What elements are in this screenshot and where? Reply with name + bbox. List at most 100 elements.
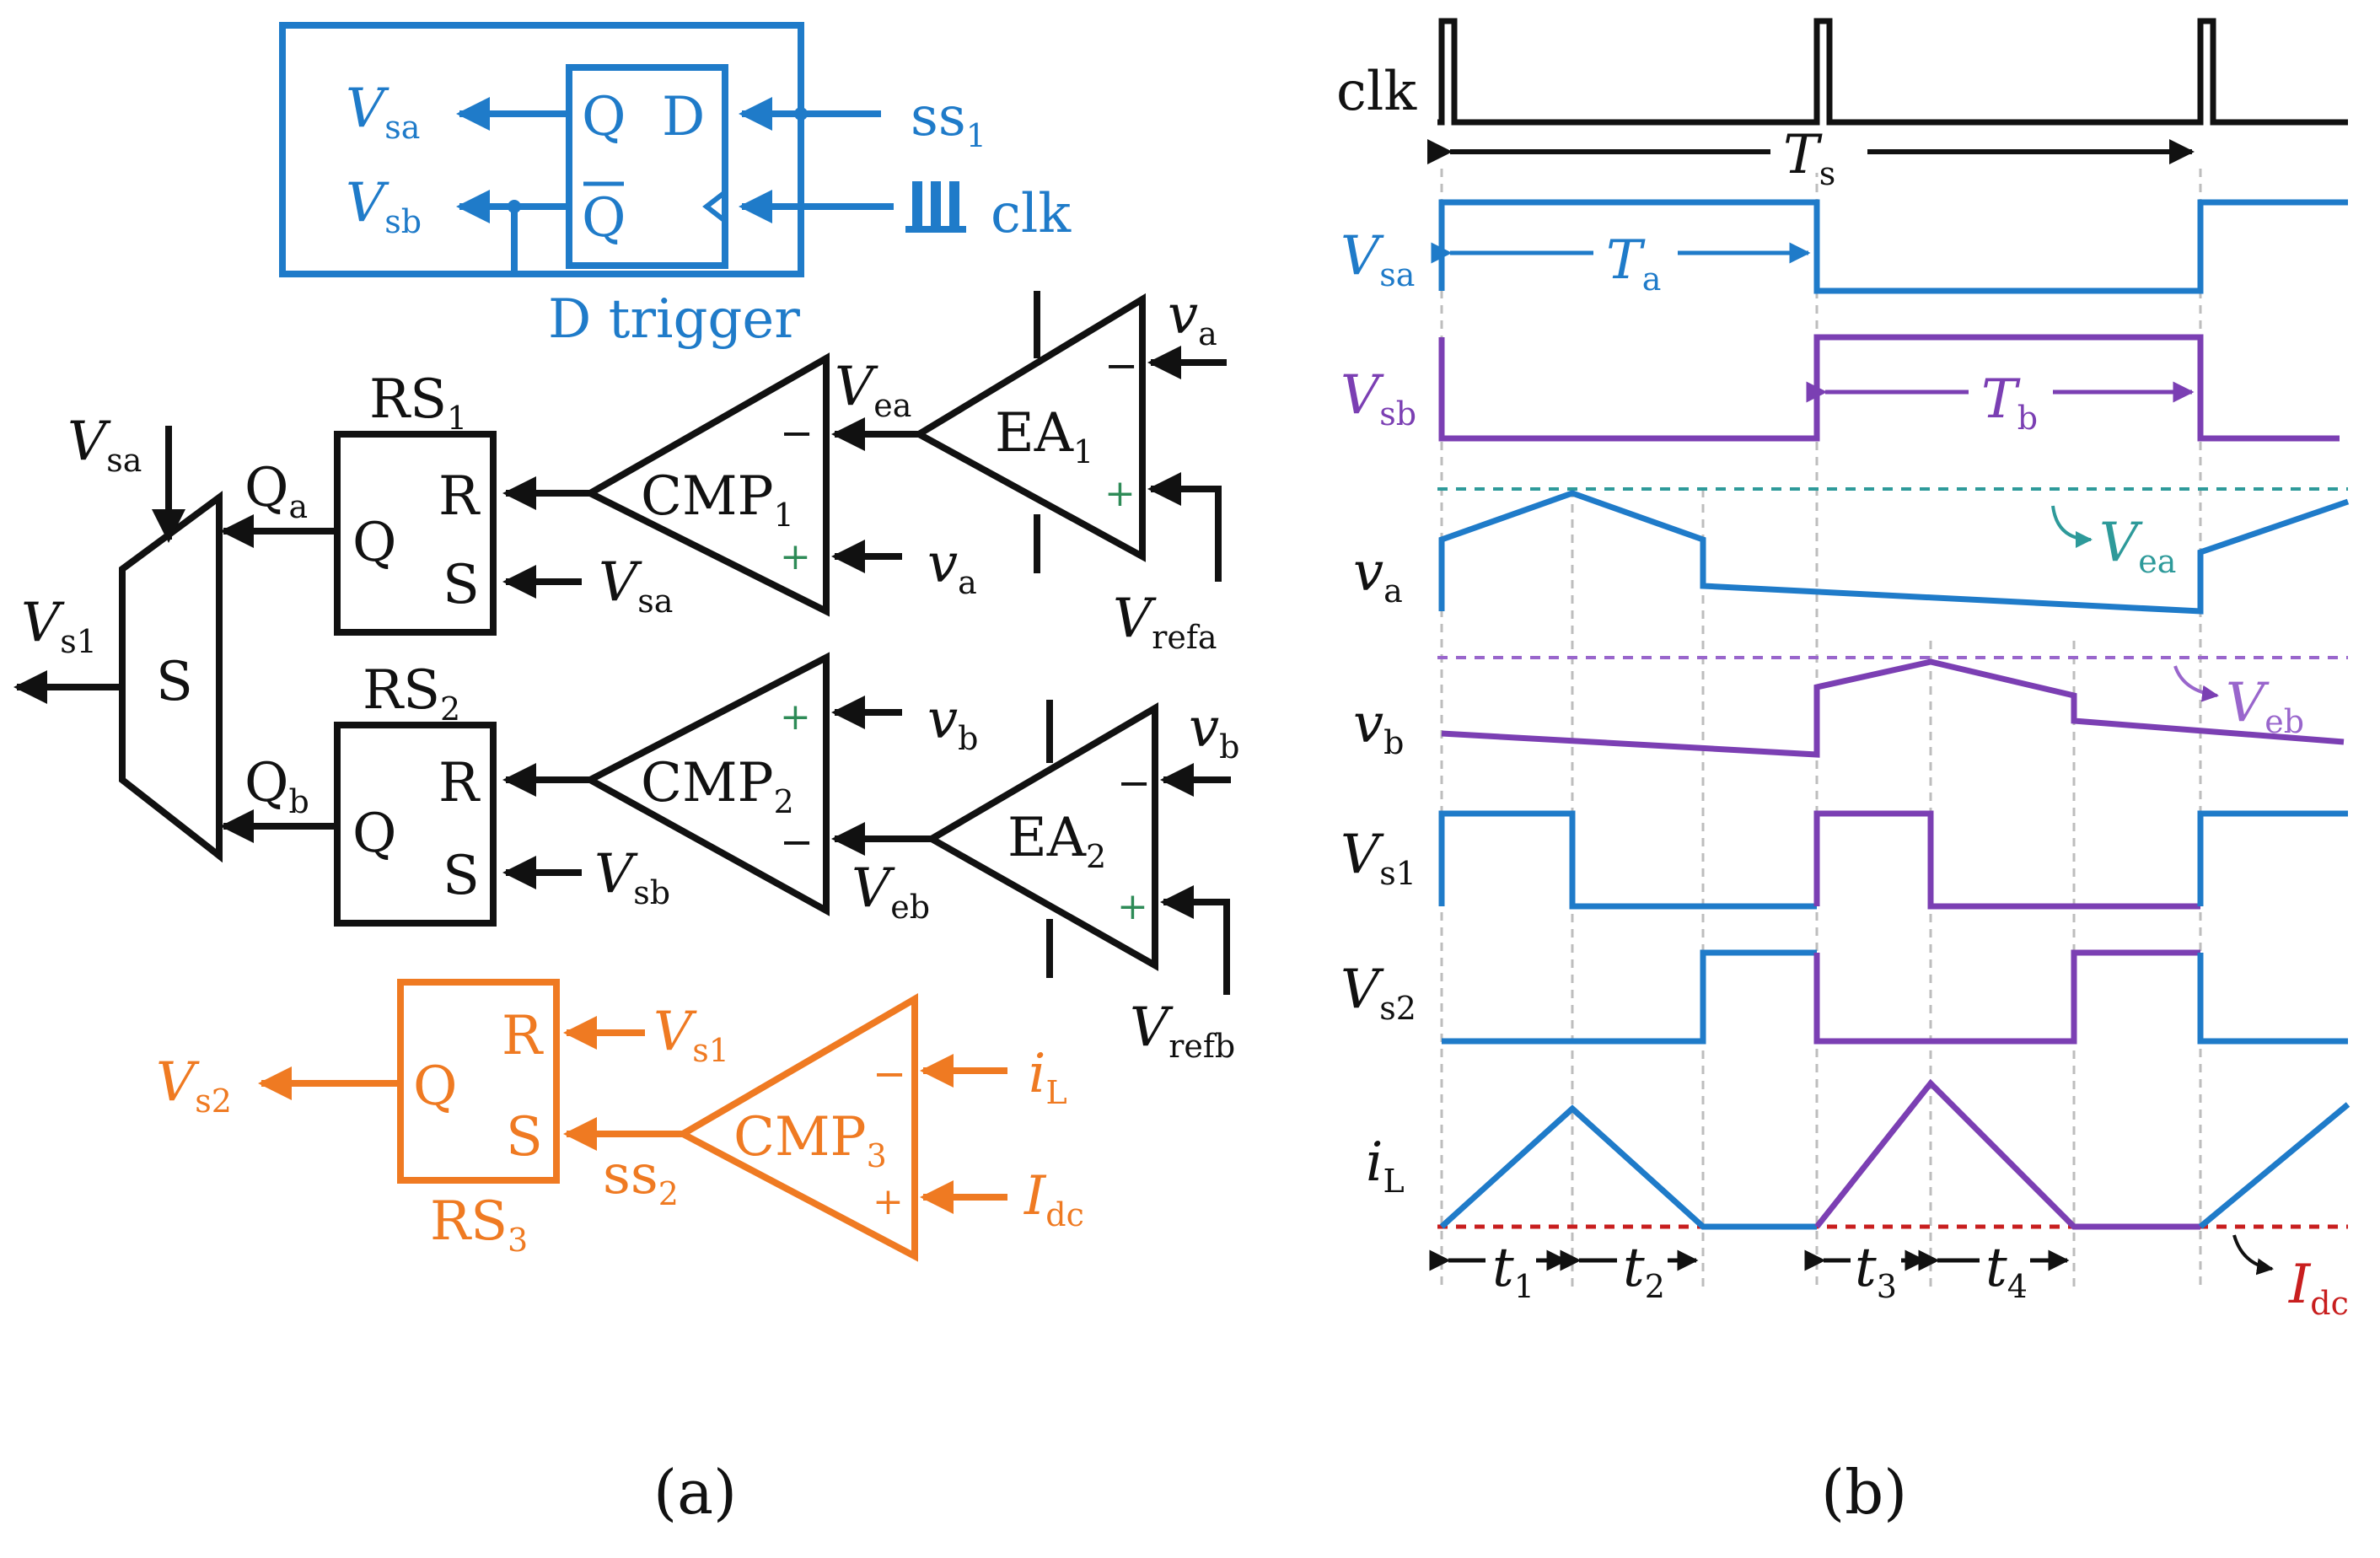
rs2-block: RS2 Q R S Vsb [334,659,670,927]
cmp2-plus-input-label: vb [927,689,978,757]
rs2-pin-s: S [443,845,480,907]
vrefa-label: Vrefa [1113,588,1217,656]
va-signal-label: va [1353,541,1403,610]
cmp2-block: CMP2 + − vb Veb [583,652,978,926]
junction-dot [508,200,521,213]
vsa-signal-label: Vsa [1340,225,1415,293]
cmp2-name: CMP2 [641,752,794,820]
ta-label: Ta [1606,229,1661,298]
il-waveform-blue-2 [2198,1102,2350,1229]
ea1-name: EA1 [995,402,1093,470]
cmp3-plus-sign: + [873,1180,904,1223]
d-trigger-pin-q: Q [582,86,626,148]
cmp1-minus-sign: − [780,410,814,457]
t2-label-mask [1617,1239,1668,1281]
selector-block [13,426,337,863]
selector-trapezoid [119,491,223,863]
rs1-box [334,431,497,636]
il-input-label: iL [1029,1043,1067,1111]
il-waveform-purple [1814,1078,2200,1230]
veb-callout-arrow [2173,665,2219,702]
cmp1-triangle [583,352,830,617]
t1-label-mask [1485,1239,1536,1281]
ea2-block: EA2 − + vb Vrefb [924,697,1239,1065]
clk-input-label: clk [991,183,1072,245]
vs1-waveform-blue-2 [2197,810,2348,906]
vsb-waveform [1438,334,2340,442]
ta-label-mask [1593,228,1678,278]
d-trigger-outer-frame [279,22,804,277]
ea2-plus-sign: + [1117,885,1148,928]
rs1-block: RS1 Q R S Vsa [334,368,673,636]
vs2-signal-label: Vs2 [1340,959,1416,1027]
cmp2-plus-sign: + [780,696,811,739]
cmp1-block: CMP1 − + Vea va [583,352,977,617]
selector-labels: S Vsa Vs1 Qa Qb [21,411,309,820]
panel-b: clk Ts Vsa Ta Vsb Tb va Vea vb Veb Vs1 [1336,18,2350,1528]
tb-label: Tb [1981,368,2038,437]
vrefb-label: Vrefb [1130,997,1235,1065]
junction-dot [794,107,808,121]
d-trigger-name: D trigger [548,288,800,351]
vs2-waveform-purple [1813,949,2200,1045]
vs1-waveform-purple [1813,810,2200,910]
vs1-signal-label: Vs1 [1340,824,1416,892]
rs3-box [397,979,560,1184]
qa-label: Qa [244,457,308,525]
ea2-triangle [924,702,1158,971]
t3-label-mask [1851,1239,1901,1281]
selector-select-label: Vsa [67,411,142,479]
vsa-output-label: Vsa [346,78,420,146]
ea1-plus-wire [1147,472,1222,582]
ts-label: Ts [1783,124,1835,192]
clk-pulse-icon [905,181,966,233]
rs3-pin-s: S [506,1106,543,1168]
rs1-s-input-label: Vsa [599,551,673,620]
ea1-minus-sign: − [1104,342,1138,390]
vs1-waveform-blue-1 [1438,810,1817,910]
il-signal-label: iL [1366,1131,1405,1200]
vea-wave-label: Vea [2099,512,2176,580]
cmp2-minus-sign: − [780,819,814,866]
rs3-r-input-label: Vs1 [653,1001,729,1069]
veb-wave-label: Veb [2226,672,2304,740]
qb-label: Qb [244,752,309,820]
cmp3-block: CMP3 − + iL Idc [675,993,1084,1262]
rs1-pin-s: S [443,554,480,616]
panel-a: Q D Q D trigger ss1 clk Vsa Vsb S Vsa Vs… [13,22,1239,1528]
rs2-name: RS2 [363,659,460,728]
t4-label-mask [1980,1239,2030,1281]
clk-signal-label: clk [1336,61,1417,123]
veb-label: Veb [852,857,930,926]
ea1-triangle [911,293,1146,562]
vsb-output-label: Vsb [346,172,422,240]
vb-signal-label: vb [1353,693,1404,761]
d-trigger-block [279,22,966,277]
cmp3-minus-sign: − [873,1050,906,1098]
vsa-waveform [1438,199,2348,294]
selector-label: S [156,651,193,713]
cmp2-triangle [583,652,830,916]
t3-label: t3 [1855,1237,1897,1305]
tb-label-mask [1969,367,2053,422]
rs2-box [334,722,497,927]
d-trigger-pin-qbar: Q [582,187,626,250]
cmp1-plus-input-label: va [927,533,977,601]
vs2-waveform-blue-2 [2197,953,2348,1045]
ea1-plus-sign: + [1104,472,1136,515]
rs2-pin-q: Q [352,803,396,865]
d-trigger-box [566,64,728,269]
cmp1-plus-sign: + [780,535,811,578]
d-trigger-pin-d: D [662,86,705,148]
t4-label: t4 [1985,1237,2028,1305]
rs3-pin-r: R [502,1005,544,1067]
cmp1-name: CMP1 [641,465,794,534]
ea2-minus-input-label: vb [1189,697,1239,766]
rs2-pin-r: R [438,752,481,814]
rs1-pin-q: Q [352,512,396,574]
ts-label-mask [1770,135,1867,173]
ea1-minus-input-label: va [1168,284,1217,352]
cmp3-triangle [675,993,918,1262]
idc-callout-arrow [2232,1234,2274,1276]
